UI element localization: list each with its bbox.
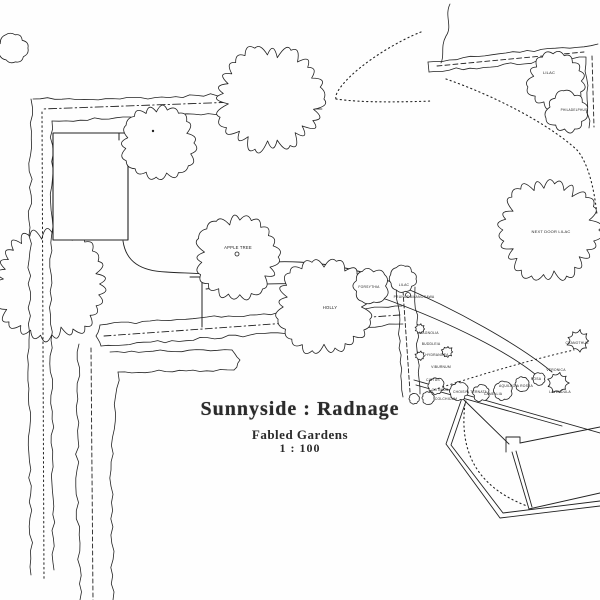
plant-label: HOLLY xyxy=(323,305,337,310)
bed-strip-centerline xyxy=(402,290,411,393)
terrace-house-edge xyxy=(463,399,510,445)
house-corner-notch xyxy=(505,436,521,453)
boundary-dotted-sweep xyxy=(445,78,598,216)
tree-apple xyxy=(195,214,281,301)
plant-label: FORSYTHIA xyxy=(358,285,380,289)
shrub-ceanothus xyxy=(566,329,590,353)
shrub-topleft-corner xyxy=(0,32,29,64)
building-outline xyxy=(52,132,129,241)
plant-label: MAGNOLIA xyxy=(419,331,439,335)
tree-left-large xyxy=(0,226,107,343)
bed-bottomleft-centerline xyxy=(90,347,94,600)
bed-lower-bottom-edge xyxy=(117,369,235,374)
plant-label: CISTUS xyxy=(426,378,440,382)
plant-label: ROSA xyxy=(531,377,542,381)
hedge-left-inner xyxy=(49,120,56,571)
shrub-hydrangea xyxy=(414,350,425,361)
tree-upper-left xyxy=(121,104,198,180)
shrub-row-6 xyxy=(532,372,546,386)
plant-label: COTINUS xyxy=(432,388,449,392)
hedge-left-centerline xyxy=(41,111,45,581)
plant-label: CHOISYA TERNATA xyxy=(453,390,488,394)
bed-lower-endcap xyxy=(231,349,241,371)
house-left-edge-outer xyxy=(511,451,530,510)
shrub-row-2 xyxy=(449,381,469,401)
hedge-topright-centerline-vert xyxy=(591,55,595,128)
plant-label: LAVENDULA xyxy=(549,390,571,394)
hedge-topright-end xyxy=(427,61,430,73)
plant-label: COLCHICUM xyxy=(435,397,457,401)
shrub-row-3 xyxy=(472,383,490,402)
boundary-dotted-link xyxy=(335,98,433,103)
plant-label: CAMELLIA xyxy=(484,392,503,396)
shrub-magnolia xyxy=(414,323,425,334)
bed-bottomleft-edge xyxy=(75,343,82,600)
tree-holly xyxy=(275,258,373,354)
bed-strip-right-edge xyxy=(414,286,421,395)
terrace-inner-wall xyxy=(450,400,600,514)
tree-apple-trunk-circle xyxy=(234,251,240,257)
shrub-lilac-small xyxy=(388,264,417,293)
boundary-squiggle-line xyxy=(440,3,451,64)
bed-lower-left-edge xyxy=(109,371,120,600)
shrub-lavendula xyxy=(547,372,570,393)
building-path-curve xyxy=(122,240,205,275)
house-left-edge-inner xyxy=(515,450,533,508)
front-bed-edge-upper xyxy=(413,379,600,434)
tree-upper-left-trunk-dot xyxy=(151,129,155,133)
shrub-corner-2 xyxy=(408,393,420,405)
shrub-row-1 xyxy=(427,377,445,395)
tree-next-door-lilac xyxy=(497,179,600,281)
shrub-philadelphus xyxy=(544,89,589,134)
bed-lower-top-edge xyxy=(109,349,233,353)
bed-strip-left-edge xyxy=(395,284,404,398)
shrub-row-5 xyxy=(514,376,530,392)
shrub-viburnum xyxy=(440,346,454,358)
shrub-row-4 xyxy=(493,380,513,401)
plant-label: HYDRANGEA xyxy=(425,353,449,357)
boundary-dotted-hook xyxy=(335,31,422,100)
plant-label: VERONICA xyxy=(546,368,566,372)
tree-top-large xyxy=(216,46,327,154)
house-top-edge xyxy=(519,426,600,444)
front-bed-dotted-line xyxy=(429,349,575,392)
plant-label: LILAC xyxy=(399,283,410,287)
plant-label: CEANOTHUS xyxy=(565,341,589,345)
plant-label: PRUNUS AMANOGAWA xyxy=(394,295,435,299)
hedge-topright-outer xyxy=(427,43,599,63)
terrace-dotted-path xyxy=(463,403,528,507)
plant-label: AQUILEGIA ROSEA xyxy=(499,384,533,388)
plant-label: APPLE TREE xyxy=(224,245,252,250)
shrub-prunus-marker xyxy=(405,292,411,298)
hedge-left-outer xyxy=(27,98,33,576)
plant-label: PHILADELPHUS xyxy=(561,108,588,112)
plant-label: VIBURNUM xyxy=(431,365,451,369)
house-bottom-edge xyxy=(528,492,600,510)
plant-label: LILAC xyxy=(543,70,555,75)
plant-label: BUDDLEIA xyxy=(422,342,441,346)
shrub-forsythia xyxy=(352,268,389,305)
shrub-corner-1 xyxy=(421,391,435,406)
terrace-outer-wall xyxy=(445,397,600,519)
hedge-middle-endcap xyxy=(95,324,102,347)
lawn-corner-edge xyxy=(189,276,203,328)
plant-label: NEXT DOOR LILAC xyxy=(532,229,571,234)
